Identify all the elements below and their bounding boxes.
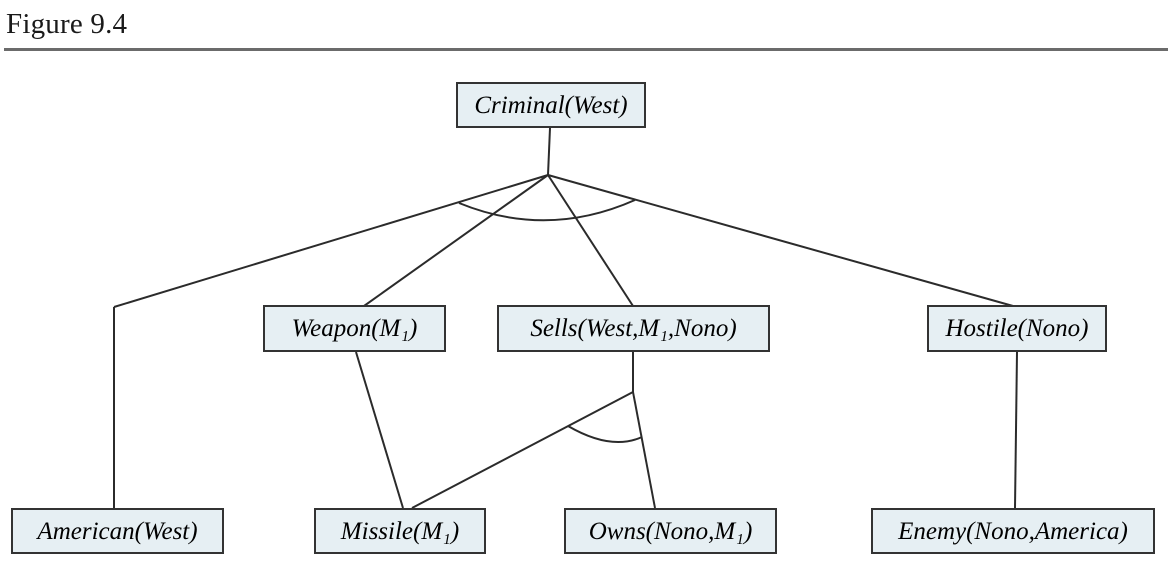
node-missile-m1: Missile(M₁) xyxy=(314,508,486,554)
node-criminal-west: Criminal(West) xyxy=(456,82,646,128)
and-arc-sells xyxy=(567,425,643,443)
figure-caption: Figure 9.4 xyxy=(6,8,128,40)
node-american-west: American(West) xyxy=(11,508,224,554)
edge-weapon-missile xyxy=(355,351,404,509)
edge-criminal-weapon xyxy=(363,174,549,307)
node-weapon-m1: Weapon(M₁) xyxy=(263,305,446,352)
edge-sells-owns xyxy=(632,391,656,509)
node-sells-west-m1-nono: Sells(West,M₁,Nono) xyxy=(497,305,770,352)
edge-criminal-sells xyxy=(547,174,634,307)
edge-criminal-hostile xyxy=(547,174,1014,307)
edge-criminal-american-diagonal xyxy=(113,174,549,308)
and-arc-criminal xyxy=(458,199,636,222)
edge-sells-missile xyxy=(411,391,634,509)
caption-divider xyxy=(4,48,1168,51)
edge-criminal-stem xyxy=(547,127,551,176)
node-hostile-nono: Hostile(Nono) xyxy=(927,305,1107,352)
node-enemy-nono-america: Enemy(Nono,America) xyxy=(871,508,1155,554)
edge-hostile-enemy xyxy=(1014,351,1018,509)
node-owns-nono-m1: Owns(Nono,M₁) xyxy=(564,508,777,554)
